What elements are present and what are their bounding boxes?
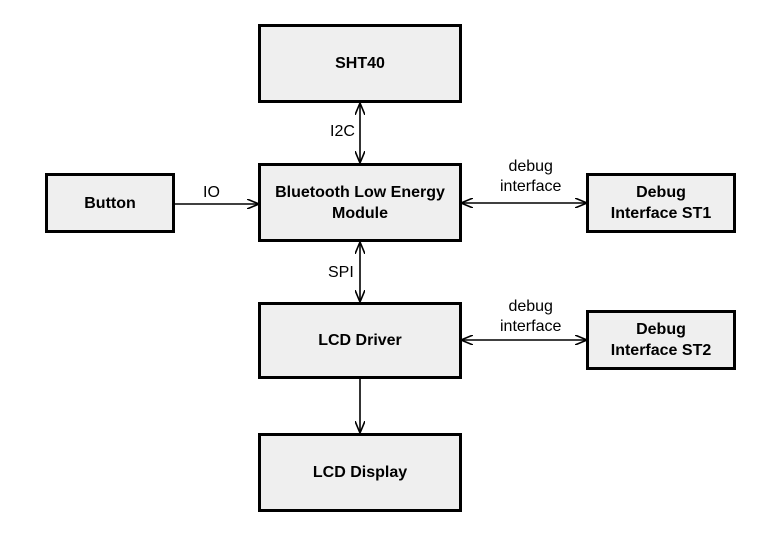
debug-st1-label-line2: Interface ST1	[610, 205, 712, 222]
lcd-driver-label: LCD Driver	[318, 332, 402, 349]
ble-module-block: Bluetooth Low Energy Module	[258, 163, 462, 242]
button-label: Button	[84, 194, 136, 212]
lcd-driver-block: LCD Driver	[258, 302, 462, 379]
debug-interface-st1-block: Debug Interface ST1	[586, 173, 736, 233]
i2c-label: I2C	[330, 123, 355, 140]
lcd-display-label: LCD Display	[312, 464, 408, 481]
debug-2-label: debug interface	[500, 297, 561, 337]
debug-2-label-line2: interface	[500, 318, 562, 335]
sht40-label: SHT40	[335, 55, 385, 72]
io-label: IO	[203, 184, 220, 201]
debug-2-label-line1: debug	[508, 298, 553, 315]
ble-module-label-line1: Bluetooth Low Energy	[275, 183, 445, 201]
button-block: Button	[45, 173, 175, 233]
debug-1-label-line2: interface	[500, 178, 562, 195]
debug-st2-label-line2: Interface ST2	[610, 342, 712, 359]
debug-1-label-line1: debug	[508, 158, 553, 175]
debug-1-label: debug interface	[500, 157, 561, 197]
lcd-display-block: LCD Display	[258, 433, 462, 512]
spi-label: SPI	[328, 264, 354, 281]
ble-module-label-line2: Module	[332, 204, 388, 222]
debug-interface-st2-block: Debug Interface ST2	[586, 310, 736, 370]
debug-st2-label-line1: Debug	[636, 321, 686, 338]
debug-st1-label-line1: Debug	[636, 184, 686, 201]
sht40-block: SHT40	[258, 24, 462, 103]
